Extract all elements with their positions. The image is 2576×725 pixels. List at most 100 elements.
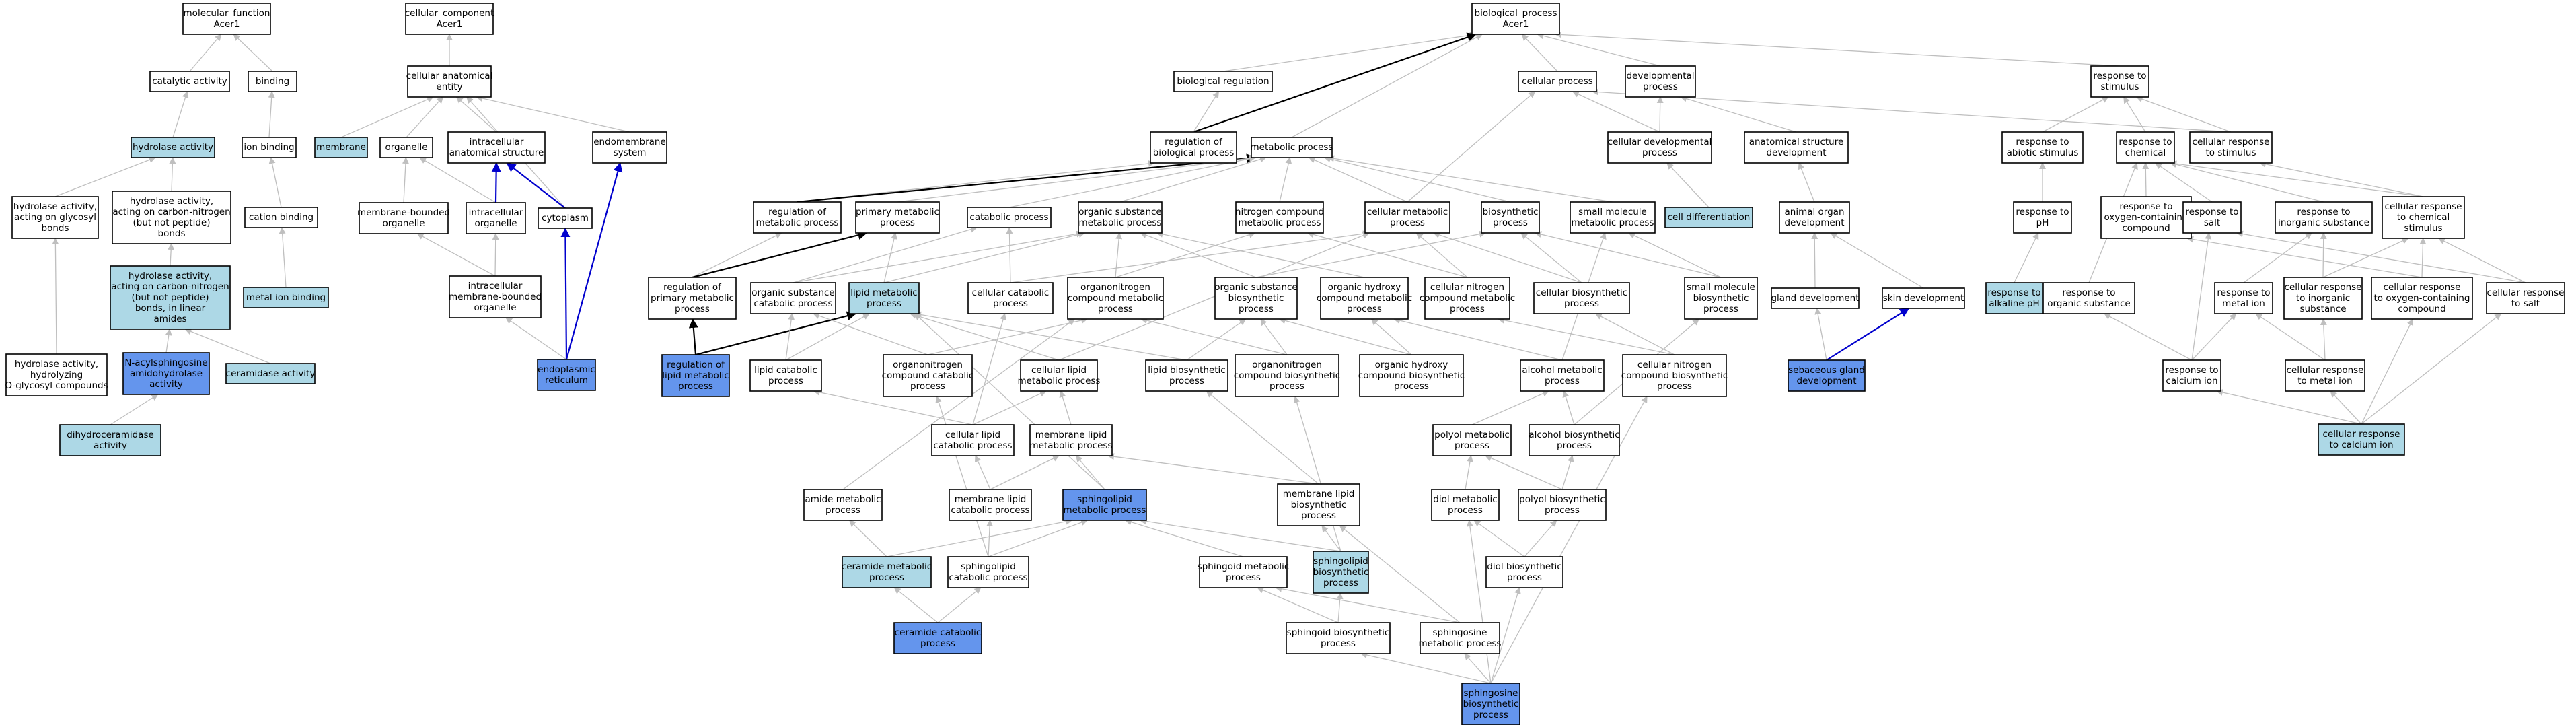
go-term-box[interactable] <box>2189 131 2273 164</box>
go-term-box[interactable] <box>538 207 593 229</box>
go-term-box[interactable] <box>122 352 210 395</box>
go-term-node-ionbind[interactable]: ion binding <box>242 137 297 158</box>
go-term-box[interactable] <box>537 359 596 391</box>
go-term-box[interactable] <box>1779 201 1850 234</box>
go-term-box[interactable] <box>1199 556 1288 588</box>
go-term-box[interactable] <box>947 556 1029 588</box>
go-term-node-hydglyco[interactable]: hydrolase activity,acting on glycosylbon… <box>11 196 99 239</box>
go-term-box[interactable] <box>592 131 667 164</box>
go-term-box[interactable] <box>1622 354 1727 397</box>
go-term-node-ceramidase[interactable]: ceramidase activity <box>225 363 316 384</box>
go-term-box[interactable] <box>2013 201 2072 234</box>
go-term-node-celldiff[interactable]: cell differentiation <box>1664 207 1753 228</box>
go-term-box[interactable] <box>1518 71 1597 92</box>
go-term-box[interactable] <box>1625 65 1696 98</box>
go-term-box[interactable] <box>405 3 494 35</box>
go-term-box[interactable] <box>225 363 316 384</box>
go-term-box[interactable] <box>949 489 1032 521</box>
go-term-box[interactable] <box>112 191 231 244</box>
go-term-node-binding[interactable]: binding <box>248 71 297 92</box>
go-term-box[interactable] <box>2318 423 2405 456</box>
go-term-box[interactable] <box>1235 354 1339 397</box>
go-term-node-membrane[interactable]: membrane <box>314 137 368 158</box>
go-term-box[interactable] <box>1277 483 1360 526</box>
go-term-box[interactable] <box>855 201 940 234</box>
go-term-node-hydcn[interactable]: hydrolase activity,acting on carbon-nitr… <box>112 191 231 244</box>
go-term-node-organelle[interactable]: organelle <box>379 137 433 158</box>
go-term-box[interactable] <box>1313 551 1369 594</box>
go-term-node-cytoplasm[interactable]: cytoplasm <box>538 207 593 229</box>
go-term-box[interactable] <box>2275 201 2373 234</box>
go-term-box[interactable] <box>883 354 973 397</box>
go-term-box[interactable] <box>447 131 546 164</box>
go-term-box[interactable] <box>1235 201 1324 234</box>
go-term-box[interactable] <box>2214 282 2273 314</box>
go-term-box[interactable] <box>1286 622 1391 654</box>
go-term-box[interactable] <box>1424 277 1510 320</box>
go-term-node-catab[interactable]: catabolic process <box>967 207 1052 228</box>
go-term-box[interactable] <box>967 207 1052 228</box>
go-term-box[interactable] <box>2283 277 2363 320</box>
go-term-node-skindev[interactable]: skin development <box>1882 287 1965 309</box>
go-term-box[interactable] <box>1481 201 1540 234</box>
go-term-box[interactable] <box>242 137 297 158</box>
go-term-box[interactable] <box>248 71 297 92</box>
go-term-box[interactable] <box>1684 277 1758 320</box>
go-term-box[interactable] <box>931 424 1015 456</box>
go-term-box[interactable] <box>1420 622 1500 654</box>
go-term-box[interactable] <box>1431 489 1500 521</box>
go-term-box[interactable] <box>1607 131 1712 164</box>
go-term-box[interactable] <box>967 282 1054 314</box>
go-term-box[interactable] <box>1520 359 1605 392</box>
go-term-box[interactable] <box>1771 287 1860 309</box>
go-term-box[interactable] <box>1214 277 1298 320</box>
go-term-box[interactable] <box>803 489 883 521</box>
go-term-box[interactable] <box>1251 137 1333 158</box>
go-term-box[interactable] <box>1788 359 1866 392</box>
